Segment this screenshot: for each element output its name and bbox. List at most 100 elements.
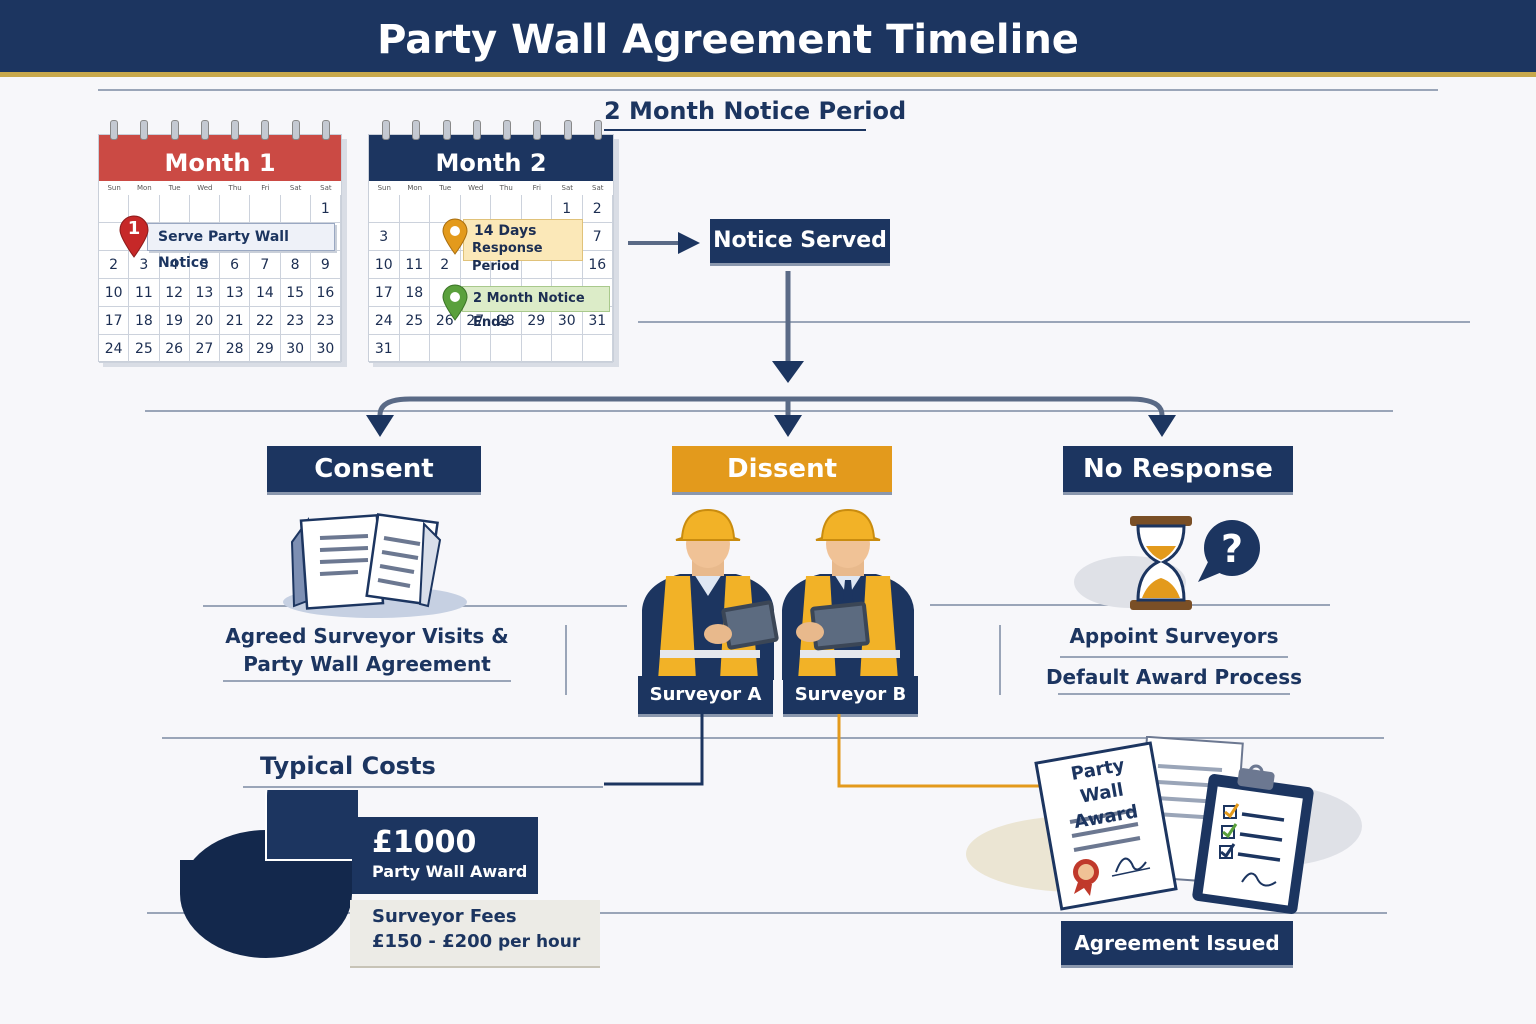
calendar-day: 1 — [310, 195, 341, 223]
surveyor-fees-label: Surveyor Fees — [372, 906, 517, 927]
calendar-day — [99, 195, 130, 223]
calendar-day: 30 — [310, 335, 341, 363]
dissent-box: Dissent — [672, 446, 892, 492]
award-cost-box: £1000 Party Wall Award — [352, 817, 538, 894]
worker-icon — [782, 508, 914, 680]
calendar-day: 10 — [99, 279, 130, 307]
pie-slice-1 — [265, 790, 358, 861]
calendar-day: 24 — [99, 335, 130, 363]
map-pin-icon — [441, 217, 469, 255]
hourglass-icon — [1130, 516, 1192, 610]
divider — [638, 321, 1470, 323]
no-response-box: No Response — [1063, 446, 1293, 492]
calendar-weekday: Wed — [197, 184, 213, 192]
calendar-day: 15 — [280, 279, 311, 307]
calendar-day: 12 — [159, 279, 190, 307]
no-response-line-1: Appoint Surveyors — [1069, 624, 1279, 648]
calendar-weekday: Thu — [228, 184, 242, 192]
divider — [223, 680, 511, 682]
calendar-weekday: Sat — [320, 184, 332, 192]
calendar-day: 3 — [129, 251, 160, 279]
documents-icon — [280, 510, 470, 620]
calendar-day — [491, 335, 522, 363]
divider — [999, 625, 1001, 695]
calendar-weekday: Sat — [561, 184, 573, 192]
calendar-weekday: Mon — [407, 184, 423, 192]
clipboard-checklist-icon — [1192, 764, 1314, 914]
arrow-right-icon — [626, 228, 702, 258]
calendar-day: 27 — [189, 335, 220, 363]
pie-chart-icon — [180, 790, 358, 958]
notice-served-box: Notice Served — [710, 219, 890, 263]
calendar-day: 7 — [250, 251, 281, 279]
calendar-weekday: Wed — [468, 184, 484, 192]
calendar-day: 30 — [280, 335, 311, 363]
calendar-day: 10 — [369, 251, 400, 279]
notice-ends-note: 2 Month Notice Ends — [462, 286, 610, 330]
calendar-weekday: Sun — [107, 184, 121, 192]
calendar-rings — [110, 120, 330, 140]
calendar-day — [460, 335, 491, 363]
calendar-day — [552, 251, 583, 279]
calendar-day — [189, 195, 220, 223]
surveyors-illustration — [636, 500, 920, 680]
surveyor-connectors — [580, 712, 1050, 792]
calendar-weekday: Thu — [499, 184, 513, 192]
svg-text:?: ? — [1221, 527, 1243, 571]
calendar-day: 28 — [491, 307, 522, 335]
divider — [147, 912, 1387, 914]
calendar-day — [399, 335, 430, 363]
surveyor-a-box: Surveyor A — [638, 676, 773, 714]
pie-side — [180, 860, 352, 894]
agreement-issued-box: Agreement Issued — [1061, 921, 1293, 965]
map-pin-icon — [118, 214, 150, 258]
calendar-day — [159, 195, 190, 223]
surveyor-fees-unit: per hour — [497, 932, 581, 952]
notice-ends-text: 2 Month Notice Ends — [473, 291, 585, 330]
calendar-day: 24 — [369, 307, 400, 335]
calendar-day: 29 — [521, 307, 552, 335]
page-title: Party Wall Agreement Timeline — [377, 17, 1079, 63]
calendar-day: 8 — [280, 251, 311, 279]
calendar-day: 31 — [582, 307, 613, 335]
calendar-day: 17 — [369, 279, 400, 307]
serve-notice-text: Serve Party Wall Notice — [158, 229, 289, 271]
calendar-day: 26 — [159, 335, 190, 363]
calendar-day: 19 — [159, 307, 190, 335]
divider — [162, 737, 1384, 739]
calendar-day: 28 — [220, 335, 251, 363]
calendar-day: 2 — [582, 195, 613, 223]
divider — [1060, 656, 1288, 658]
calendar-day: 16 — [582, 251, 613, 279]
calendar-day: 25 — [399, 307, 430, 335]
calendar-day: 26 — [430, 307, 461, 335]
calendar-day: 9 — [310, 251, 341, 279]
award-cost-amount: £1000 — [372, 825, 477, 860]
consent-line-1: Agreed Surveyor Visits & — [225, 624, 509, 648]
calendar-weekday: Sun — [377, 184, 391, 192]
calendar-rings — [382, 120, 602, 140]
calendar-day — [430, 335, 461, 363]
response-period-line1: 14 Days — [474, 223, 537, 239]
calendar-day: 3 — [369, 223, 400, 251]
calendar-day: 31 — [369, 335, 400, 363]
calendar-day: 30 — [552, 307, 583, 335]
calendar-day — [399, 195, 430, 223]
divider — [98, 89, 1438, 91]
calendar-day: 16 — [310, 279, 341, 307]
no-response-line-2: Default Award Process — [1045, 665, 1303, 689]
award-document-icon — [1034, 741, 1178, 911]
calendar-day — [491, 251, 522, 279]
calendar-day — [280, 195, 311, 223]
calendar-day: 23 — [280, 307, 311, 335]
calendar-weekday: Fri — [532, 184, 541, 192]
pin-number: 1 — [127, 218, 141, 239]
calendar-weekday: Tue — [439, 184, 452, 192]
response-period-note: 14 Days Response Period — [463, 219, 583, 274]
notice-period-label: 2 Month Notice Period — [604, 97, 907, 125]
calendar-weekday: Sat — [289, 184, 302, 192]
serve-notice-event: Serve Party Wall Notice — [147, 223, 335, 271]
calendar-day — [552, 335, 583, 363]
consent-line-2: Party Wall Agreement — [243, 652, 491, 676]
